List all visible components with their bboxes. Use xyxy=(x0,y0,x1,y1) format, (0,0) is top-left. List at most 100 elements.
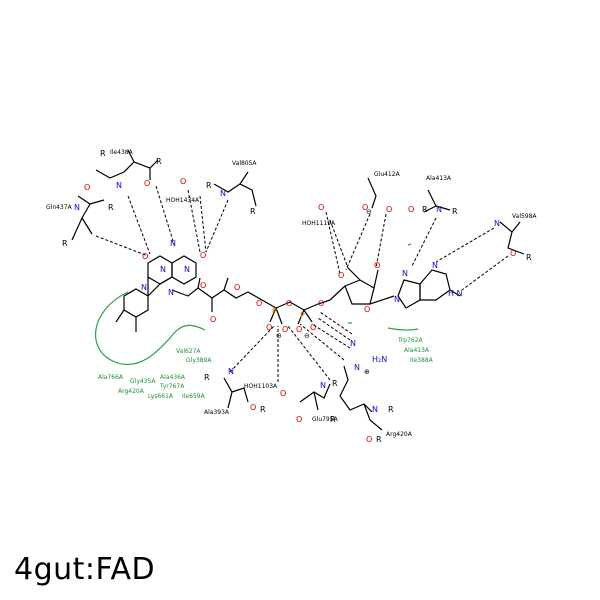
svg-text:P: P xyxy=(272,307,277,316)
svg-text:R: R xyxy=(376,435,382,444)
atom-labels: O O N N N N N O O O O P O P O O O O O ⊖ … xyxy=(62,149,532,444)
svg-text:R: R xyxy=(250,207,256,216)
svg-text:N: N xyxy=(116,181,122,190)
svg-text:O: O xyxy=(286,299,292,308)
svg-text:O: O xyxy=(386,205,392,214)
svg-text:O: O xyxy=(84,183,90,192)
svg-text:O: O xyxy=(318,203,324,212)
svg-text:O: O xyxy=(250,403,256,412)
residue-label: HOH1119A xyxy=(302,220,336,227)
svg-text:N: N xyxy=(494,219,500,228)
svg-text:O: O xyxy=(364,305,370,314)
residue-labels: Ile438A Gln437A Val805A HOH1434A Glu412A… xyxy=(46,149,537,438)
residue-label: Ala393A xyxy=(204,409,230,416)
svg-text:N: N xyxy=(220,189,226,198)
hydrophobic-label: Ile388A xyxy=(410,357,434,364)
svg-text:⊕: ⊕ xyxy=(364,368,370,376)
svg-text:N: N xyxy=(170,239,176,248)
fad-ligand xyxy=(115,255,461,332)
svg-text:N: N xyxy=(168,288,174,297)
svg-text:N: N xyxy=(184,265,190,274)
svg-text:O: O xyxy=(280,389,286,398)
svg-text:R: R xyxy=(526,253,532,262)
svg-text:N: N xyxy=(354,363,360,372)
residue-label: Ile438A xyxy=(110,149,134,156)
hydrophobic-label: Ala413A xyxy=(404,347,430,354)
svg-text:N: N xyxy=(320,381,326,390)
svg-text:R: R xyxy=(62,239,68,248)
hydrophobic-labels: Val627A Gly389A Ala766A Ala436A Gly435A … xyxy=(98,337,434,400)
svg-text:N: N xyxy=(402,269,408,278)
svg-text:O: O xyxy=(296,325,302,334)
svg-text:N: N xyxy=(228,367,234,376)
residue-fragments xyxy=(71,149,525,431)
svg-text:R: R xyxy=(422,205,428,214)
svg-text:O: O xyxy=(180,177,186,186)
hydrophobic-label: Gly389A xyxy=(186,357,212,364)
svg-text:O: O xyxy=(318,299,324,308)
svg-text:O: O xyxy=(234,283,240,292)
hydrophobic-label: Ala766A xyxy=(98,374,124,381)
svg-text:O: O xyxy=(366,435,372,444)
svg-text:O: O xyxy=(362,203,368,212)
svg-text:R: R xyxy=(206,181,212,190)
svg-text:O: O xyxy=(142,252,148,261)
svg-text:R: R xyxy=(156,157,162,166)
svg-text:N: N xyxy=(372,405,378,414)
svg-text:⊖: ⊖ xyxy=(304,332,310,340)
hydrogen-bonds xyxy=(95,185,509,382)
svg-text:O: O xyxy=(338,271,344,280)
svg-text:O: O xyxy=(510,249,516,258)
svg-text:O: O xyxy=(296,415,302,424)
svg-text:N: N xyxy=(160,265,166,274)
svg-text:N: N xyxy=(432,261,438,270)
hydrophobic-label: Tyr767A xyxy=(159,383,185,390)
svg-text:R: R xyxy=(108,203,114,212)
svg-text:N: N xyxy=(394,295,400,304)
hydrophobic-label: Gly435A xyxy=(130,378,156,385)
svg-text:N: N xyxy=(74,203,80,212)
svg-text:⊖: ⊖ xyxy=(366,208,372,216)
svg-text:R: R xyxy=(204,373,210,382)
svg-text:R: R xyxy=(260,405,266,414)
svg-text:N: N xyxy=(350,339,356,348)
svg-text:N: N xyxy=(436,205,442,214)
residue-label: Gln437A xyxy=(46,204,73,211)
svg-text:O: O xyxy=(374,261,380,270)
svg-text:O: O xyxy=(256,299,262,308)
svg-text:O: O xyxy=(282,325,288,334)
svg-text:H₂N: H₂N xyxy=(372,355,387,364)
svg-text:O: O xyxy=(200,251,206,260)
hydrophobic-label: Arg420A xyxy=(118,388,145,395)
residue-label: Glu412A xyxy=(374,171,401,178)
residue-label: Arg420A xyxy=(386,431,413,438)
residue-label: HOH1103A xyxy=(244,383,278,390)
svg-text:O: O xyxy=(408,205,414,214)
svg-text:R: R xyxy=(332,379,338,388)
hydrophobic-label: Ala436A xyxy=(160,374,186,381)
svg-text:R: R xyxy=(388,405,394,414)
svg-text:O: O xyxy=(144,179,150,188)
svg-text:⊖: ⊖ xyxy=(276,332,282,340)
residue-label: Glu795A xyxy=(312,416,339,423)
svg-text:P: P xyxy=(300,311,305,320)
svg-text:O: O xyxy=(210,315,216,324)
residue-label: Val805A xyxy=(232,160,257,167)
residue-label: HOH1434A xyxy=(166,197,200,204)
svg-text:O: O xyxy=(200,281,206,290)
residue-label: Val598A xyxy=(512,213,537,220)
svg-text:O: O xyxy=(310,323,316,332)
hydrophobic-label: Trp762A xyxy=(397,337,424,344)
svg-text:R: R xyxy=(330,415,336,424)
hydrophobic-label: Lys661A xyxy=(148,393,174,400)
ligand-caption: 4gut:FAD xyxy=(14,552,156,587)
svg-text:O: O xyxy=(266,323,272,332)
svg-text:R: R xyxy=(452,207,458,216)
hydrophobic-label: Ile659A xyxy=(182,393,206,400)
svg-text:H N: H N xyxy=(448,289,463,298)
hydrophobic-arcs xyxy=(94,243,419,365)
residue-label: Ala413A xyxy=(426,175,452,182)
svg-text:R: R xyxy=(100,149,106,158)
svg-text:N: N xyxy=(141,283,147,292)
